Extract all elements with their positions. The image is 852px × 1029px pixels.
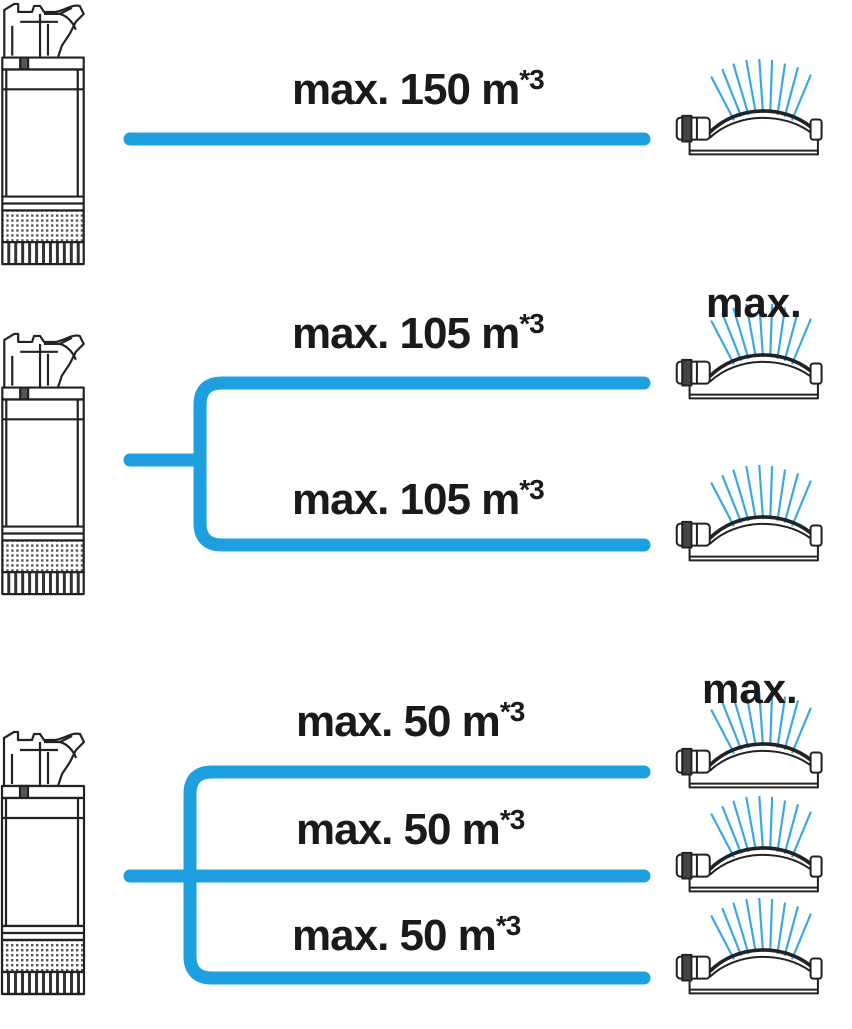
hose-length-value: max. 150 m [292, 65, 520, 114]
hose-length-label: max. 50 m*3 [296, 805, 525, 854]
hose-length-value: max. 50 m [296, 697, 501, 746]
pump-icon [1, 332, 85, 596]
sprinkler-icon [674, 898, 824, 996]
hose-length-label: max. 105 m*3 [292, 309, 545, 358]
hose-length-value: max. 50 m [296, 805, 501, 854]
max-tag: max. [706, 279, 802, 326]
hose-length-value: max. 50 m [292, 911, 497, 960]
hose-length-value: max. 105 m [292, 309, 520, 358]
hose-length-value: max. 105 m [292, 475, 520, 524]
pump-icon [1, 2, 85, 266]
hose-length-label: max. 150 m*3 [292, 65, 545, 114]
footnote-mark: *3 [519, 308, 544, 339]
hose-length-label: max. 50 m*3 [292, 911, 521, 960]
footnote-mark: *3 [499, 804, 525, 835]
sprinkler-icon [674, 465, 824, 563]
hose-length-label: max. 105 m*3 [292, 475, 545, 524]
footnote-mark: *3 [495, 910, 521, 941]
max-tag: max. [702, 665, 798, 712]
footnote-mark: *3 [519, 474, 544, 505]
sprinkler-icon [674, 796, 824, 894]
footnote-mark: *3 [499, 696, 525, 727]
hose-length-label: max. 50 m*3 [296, 697, 525, 746]
pump-icon [0, 730, 86, 996]
footnote-mark: *3 [519, 64, 544, 95]
hose-branch [193, 376, 651, 552]
sprinkler-icon [674, 59, 824, 157]
drawing-layer [0, 2, 824, 996]
